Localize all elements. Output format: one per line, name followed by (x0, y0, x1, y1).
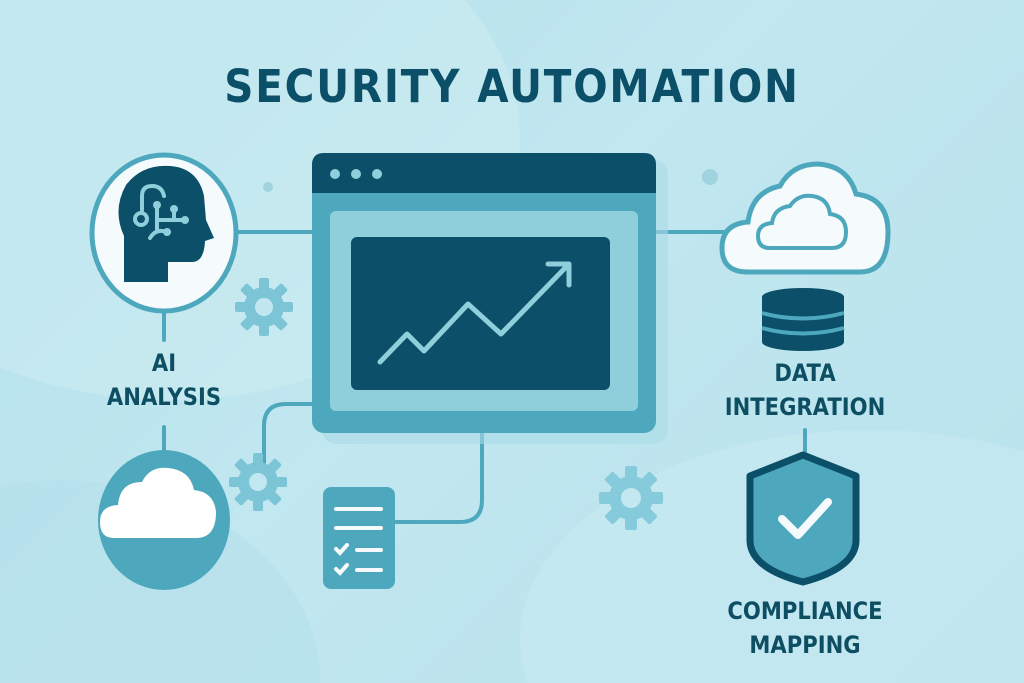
ai-head-icon (118, 165, 214, 282)
page-title: SECURITY AUTOMATION (224, 60, 800, 113)
shield-check-icon (746, 451, 860, 586)
database-icon (761, 288, 845, 351)
decor-dot (702, 169, 718, 185)
gear-icon (599, 466, 663, 530)
decor-dot (263, 182, 273, 192)
checklist-icon (323, 487, 395, 589)
ai-analysis-node (89, 152, 239, 314)
compliance-mapping-label-line2: MAPPING (749, 631, 861, 659)
data-integration-label-line1: DATA (774, 359, 836, 387)
compliance-mapping-label: COMPLIANCE MAPPING (704, 594, 906, 662)
ai-analysis-label: AI ANALYSIS (94, 346, 235, 414)
ai-analysis-label-line2: ANALYSIS (106, 383, 222, 411)
gear-icon (235, 278, 293, 336)
connector-lines (162, 230, 807, 524)
ai-analysis-label-line1: AI (151, 349, 177, 377)
cloud-database-icon (719, 161, 891, 351)
data-integration-label: DATA INTEGRATION (713, 356, 898, 424)
gear-icon (229, 453, 287, 511)
cloud-icon (98, 450, 230, 590)
data-integration-label-line2: INTEGRATION (724, 393, 886, 421)
dashboard-window-icon (312, 153, 668, 444)
compliance-mapping-label-line1: COMPLIANCE (727, 597, 883, 625)
trend-up-chart (377, 261, 572, 365)
